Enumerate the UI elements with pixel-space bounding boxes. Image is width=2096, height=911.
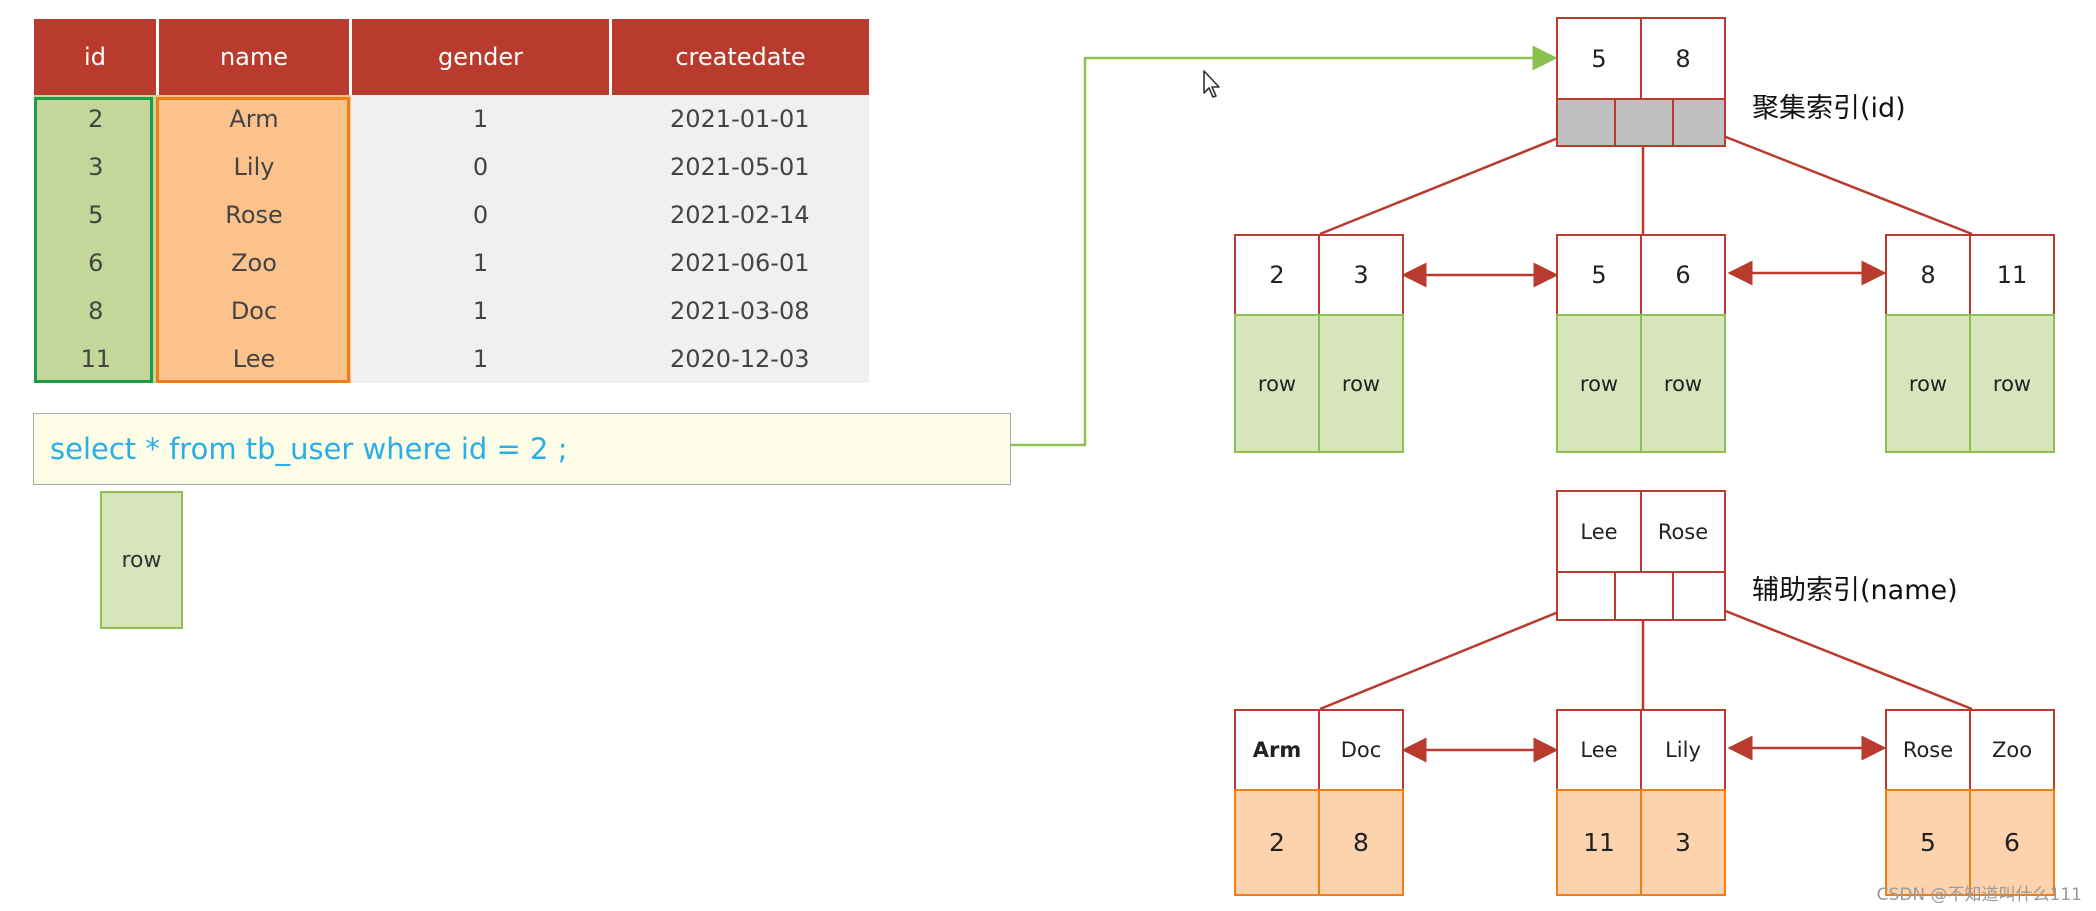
header-id: id [34, 19, 159, 95]
secondary-root-key: Lee [1556, 490, 1642, 573]
cell-id: 8 [34, 287, 158, 335]
table-header-row: id name gender createdate [34, 19, 869, 95]
table-row: 6 Zoo 1 2021-06-01 [34, 239, 869, 287]
table-row: 2 Arm 1 2021-01-01 [34, 95, 869, 143]
clustered-leaf-key: 6 [1640, 234, 1726, 316]
user-table: id name gender createdate 2 Arm 1 2021-0… [34, 19, 869, 383]
sql-query: select * from tb_user where id = 2 ; [33, 413, 1011, 485]
secondary-leaf-id: 11 [1556, 789, 1642, 896]
table-row: 3 Lily 0 2021-05-01 [34, 143, 869, 191]
secondary-branch-left [1319, 600, 1584, 711]
watermark: CSDN @不知道叫什么111 [1876, 885, 2082, 905]
cell-name: Rose [157, 191, 351, 239]
cell-createdate: 2021-06-01 [610, 239, 869, 287]
secondary-leaf-key: Lily [1640, 709, 1726, 791]
clustered-branch-right [1702, 126, 1973, 236]
clustered-root-pointer [1556, 98, 1616, 147]
clustered-leaf-row: row [1640, 314, 1726, 453]
clustered-leaf-key: 2 [1234, 234, 1320, 316]
secondary-leaf-id: 3 [1640, 789, 1726, 896]
clustered-root-pointer [1672, 98, 1726, 147]
cell-gender: 1 [350, 335, 611, 383]
cell-gender: 1 [350, 95, 611, 143]
cell-name: Lily [157, 143, 351, 191]
clustered-leaf-key: 11 [1969, 234, 2055, 316]
cell-name: Lee [157, 335, 351, 383]
cell-id: 2 [34, 95, 158, 143]
table-row: 5 Rose 0 2021-02-14 [34, 191, 869, 239]
cell-gender: 1 [350, 239, 611, 287]
secondary-branch-right [1702, 600, 1973, 711]
clustered-leaf-key: 3 [1318, 234, 1404, 316]
cell-createdate: 2021-02-14 [610, 191, 869, 239]
secondary-leaf-id: 8 [1318, 789, 1404, 896]
cell-id: 11 [34, 335, 158, 383]
cell-name: Doc [157, 287, 351, 335]
secondary-leaf-key: Arm [1234, 709, 1320, 791]
cell-gender: 0 [350, 191, 611, 239]
clustered-index-label: 聚集索引(id) [1752, 93, 1906, 124]
cell-createdate: 2021-05-01 [610, 143, 869, 191]
secondary-leaf-key: Zoo [1969, 709, 2055, 791]
secondary-leaf-key: Rose [1885, 709, 1971, 791]
cell-gender: 0 [350, 143, 611, 191]
cell-name: Zoo [157, 239, 351, 287]
secondary-root-pointer [1614, 571, 1674, 621]
table-row: 11 Lee 1 2020-12-03 [34, 335, 869, 383]
cell-createdate: 2020-12-03 [610, 335, 869, 383]
secondary-root-pointer [1556, 571, 1616, 621]
clustered-leaf-row: row [1885, 314, 1971, 453]
cell-createdate: 2021-03-08 [610, 287, 869, 335]
secondary-leaf-id: 5 [1885, 789, 1971, 896]
clustered-leaf-row: row [1318, 314, 1404, 453]
clustered-branch-left [1319, 126, 1584, 236]
secondary-leaf-key: Doc [1318, 709, 1404, 791]
clustered-leaf-row: row [1969, 314, 2055, 453]
header-name: name [157, 19, 352, 95]
clustered-leaf-row: row [1234, 314, 1320, 453]
header-gender: gender [350, 19, 612, 95]
cell-name: Arm [157, 95, 351, 143]
secondary-index-label: 辅助索引(name) [1752, 575, 1958, 606]
query-result-row: row [100, 491, 183, 629]
clustered-leaf-key: 8 [1885, 234, 1971, 316]
table-row: 8 Doc 1 2021-03-08 [34, 287, 869, 335]
cell-id: 6 [34, 239, 158, 287]
cell-id: 5 [34, 191, 158, 239]
header-createdate: createdate [610, 19, 869, 95]
query-arrow [1011, 45, 1558, 447]
secondary-root-key: Rose [1640, 490, 1726, 573]
clustered-root-key: 5 [1556, 17, 1642, 100]
mouse-pointer-icon [1203, 70, 1220, 98]
clustered-root-pointer [1614, 98, 1674, 147]
secondary-leaf-id: 6 [1969, 789, 2055, 896]
clustered-root-key: 8 [1640, 17, 1726, 100]
cell-id: 3 [34, 143, 158, 191]
clustered-leaf-key: 5 [1556, 234, 1642, 316]
cell-gender: 1 [350, 287, 611, 335]
secondary-root-pointer [1672, 571, 1726, 621]
secondary-leaf-id: 2 [1234, 789, 1320, 896]
cell-createdate: 2021-01-01 [610, 95, 869, 143]
clustered-leaf-row: row [1556, 314, 1642, 453]
secondary-leaf-key: Lee [1556, 709, 1642, 791]
